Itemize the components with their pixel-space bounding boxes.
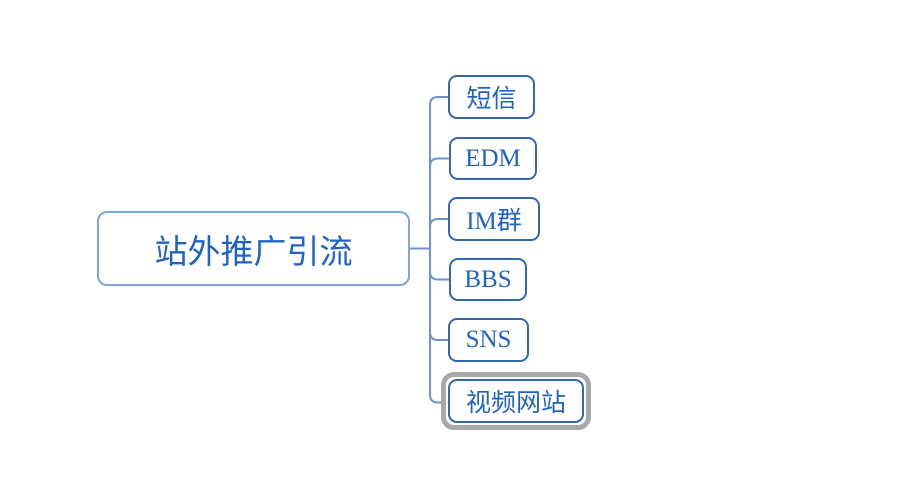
connector-to-bbs: [429, 248, 449, 281]
node-sms-label: 短信: [466, 86, 517, 113]
node-bbs-label: BBS: [464, 265, 512, 293]
node-video-site-label: 视频网站: [465, 390, 566, 417]
selection-ring: 视频网站: [441, 372, 591, 430]
node-video-site[interactable]: 视频网站: [448, 379, 584, 423]
node-root[interactable]: 站外推广引流: [97, 211, 410, 286]
connector-to-im-group: [429, 218, 448, 249]
node-edm[interactable]: EDM: [449, 137, 537, 180]
node-im-group[interactable]: IM群: [448, 197, 540, 241]
connector-to-sns: [429, 248, 448, 341]
node-edm-label: EDM: [465, 144, 521, 172]
node-bbs[interactable]: BBS: [449, 258, 527, 301]
node-sms[interactable]: 短信: [448, 75, 535, 119]
node-im-group-label: IM群: [466, 208, 522, 235]
connector-to-edm: [429, 157, 449, 249]
connector-to-sms: [429, 96, 448, 249]
node-root-label: 站外推广引流: [154, 234, 353, 271]
connector-to-video-site: [429, 248, 441, 404]
node-sns-label: SNS: [465, 326, 512, 353]
node-sns[interactable]: SNS: [448, 318, 529, 362]
